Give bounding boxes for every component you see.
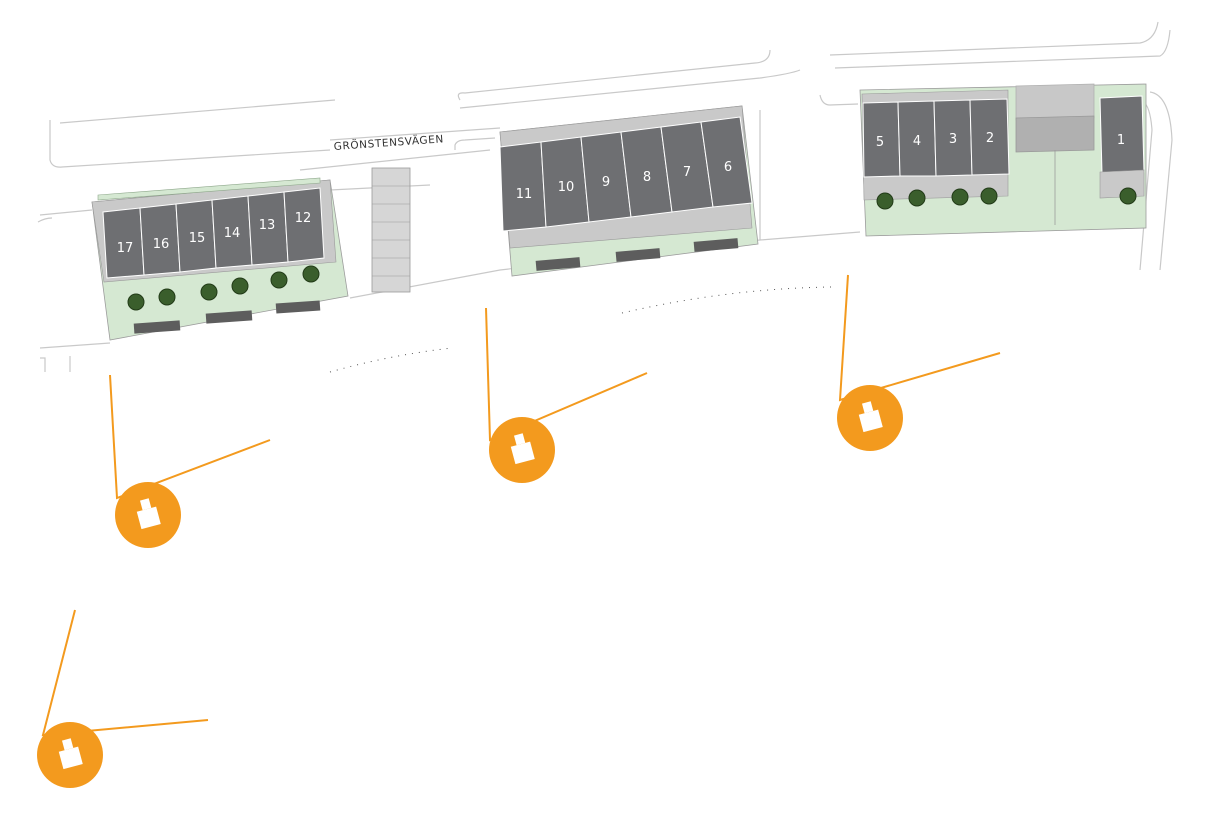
tree-icon: [302, 265, 320, 283]
parking-strip: [371, 167, 411, 293]
viewpoint-marker-4[interactable]: [37, 609, 209, 788]
tree-icon: [908, 189, 926, 207]
unit-3-label: 3: [949, 132, 957, 147]
unit-4-label: 4: [913, 134, 921, 149]
camera-viewpoint-icon: [510, 433, 535, 465]
fence-lines: [329, 286, 835, 373]
viewpoint-marker-2[interactable]: [485, 307, 648, 483]
block-c-trees: [876, 187, 1137, 210]
unit-16-label: 16: [153, 237, 170, 252]
unit-12-label: 12: [295, 211, 312, 226]
camera-viewpoint-icon: [58, 738, 83, 770]
unit-17-label: 17: [117, 241, 134, 256]
tree-icon: [231, 277, 249, 295]
unit-5-label: 5: [876, 135, 884, 150]
block-a-units-12-17: [91, 177, 349, 341]
unit-7-label: 7: [683, 165, 691, 180]
viewpoint-marker-3[interactable]: [837, 274, 1001, 451]
road-network: [37, 21, 1173, 372]
unit-8-label: 8: [643, 170, 651, 185]
unit-14-label: 14: [224, 226, 241, 241]
tree-icon: [200, 283, 218, 301]
tree-icon: [1119, 187, 1137, 205]
block-a-labels: 17 16 15 14 13 12: [117, 211, 312, 256]
unit-13-label: 13: [259, 218, 276, 233]
camera-viewpoint-icon: [858, 401, 883, 433]
block-b-units-6-11: [499, 105, 759, 277]
block-a-trees: [127, 265, 320, 311]
block-b-labels: 11 10 9 8 7 6: [516, 160, 732, 202]
viewpoint-marker-1[interactable]: [109, 374, 271, 548]
block-c-labels: 5 4 3 2 1: [876, 131, 1125, 150]
unit-1-label: 1: [1117, 133, 1125, 148]
unit-9-label: 9: [602, 175, 610, 190]
block-c-units-1-5: [859, 83, 1147, 237]
unit-11-label: 11: [516, 187, 533, 202]
camera-viewpoint-icon: [136, 498, 161, 530]
tree-icon: [951, 188, 969, 206]
unit-10-label: 10: [558, 180, 575, 195]
tree-icon: [876, 192, 894, 210]
tree-icon: [980, 187, 998, 205]
unit-6-label: 6: [724, 160, 732, 175]
tree-icon: [158, 288, 176, 306]
tree-icon: [270, 271, 288, 289]
unit-15-label: 15: [189, 231, 206, 246]
unit-2-label: 2: [986, 131, 994, 146]
tree-icon: [127, 293, 145, 311]
